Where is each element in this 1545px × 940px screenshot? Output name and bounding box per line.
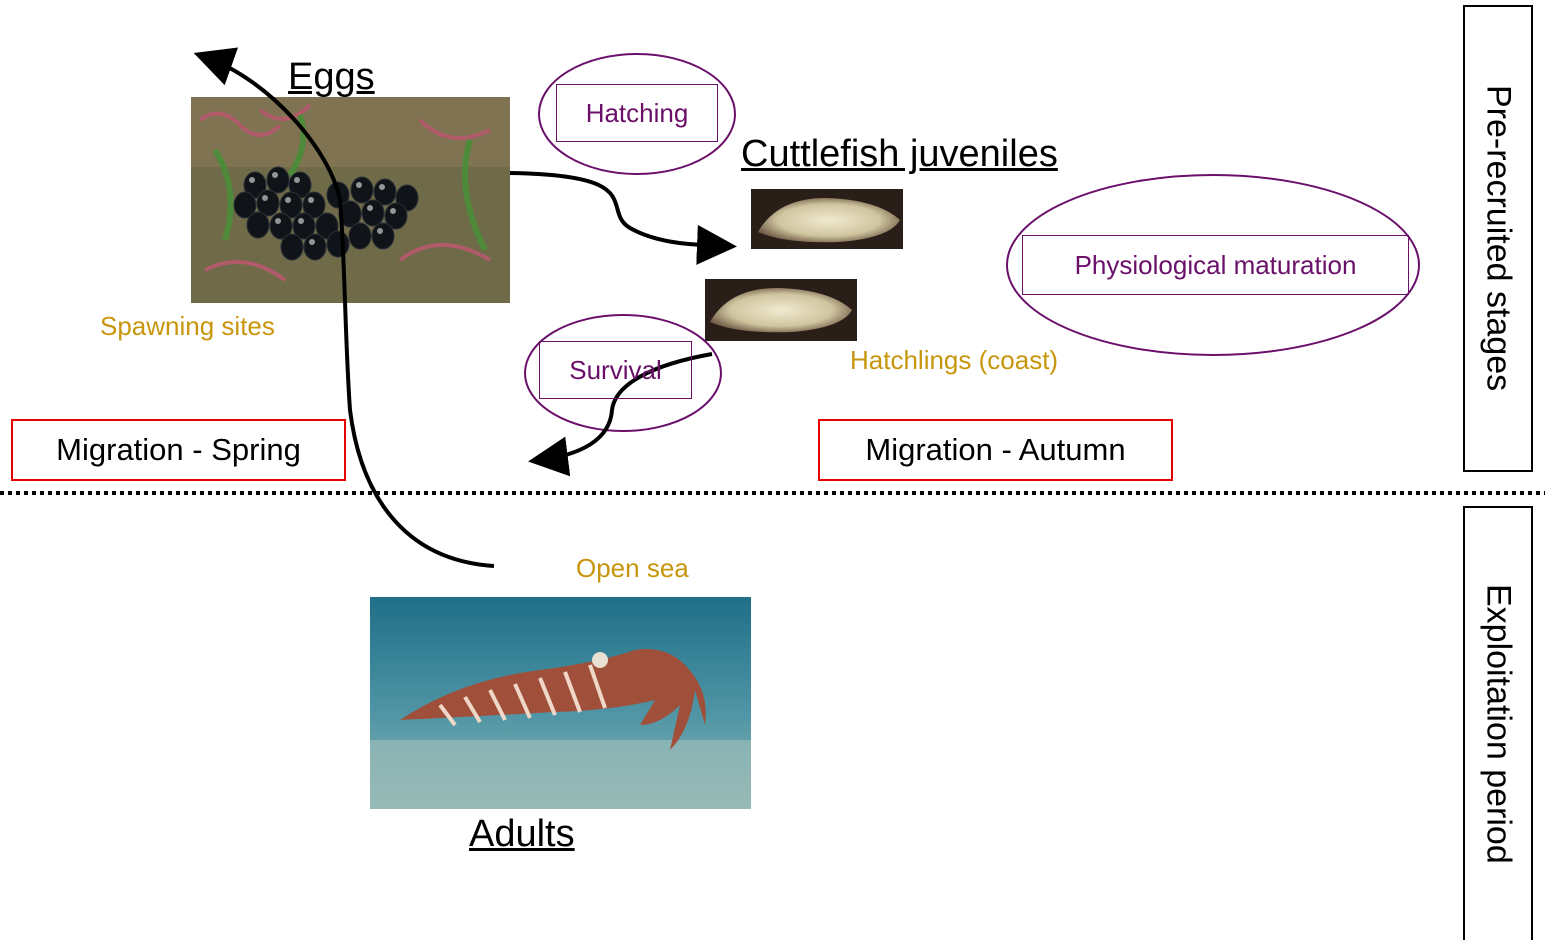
juveniles-title: Cuttlefish juveniles — [741, 135, 1058, 173]
arrow-eggs-to-juveniles — [510, 173, 725, 246]
juvenile-photo-2 — [705, 279, 857, 341]
juvenile-photo-1 — [751, 189, 903, 249]
migration-autumn-box: Migration - Autumn — [818, 419, 1173, 481]
exploitation-label: Exploitation period — [1479, 584, 1518, 864]
open-sea-label: Open sea — [576, 555, 689, 581]
adults-title: Adults — [469, 815, 575, 853]
adult-photo — [370, 597, 751, 809]
eggs-photo — [191, 97, 510, 303]
maturation-label: Physiological maturation — [1022, 235, 1409, 295]
spawning-sites-label: Spawning sites — [100, 313, 275, 339]
hatching-label: Hatching — [556, 84, 718, 142]
pre-recruited-label: Pre-recruited stages — [1479, 85, 1518, 391]
hatchlings-label: Hatchlings (coast) — [850, 347, 1058, 373]
migration-spring-box: Migration - Spring — [11, 419, 346, 481]
exploitation-box: Exploitation period — [1463, 506, 1533, 940]
eggs-title: Eggs — [288, 58, 375, 96]
pre-recruited-box: Pre-recruited stages — [1463, 5, 1533, 472]
survival-label: Survival — [539, 341, 692, 399]
